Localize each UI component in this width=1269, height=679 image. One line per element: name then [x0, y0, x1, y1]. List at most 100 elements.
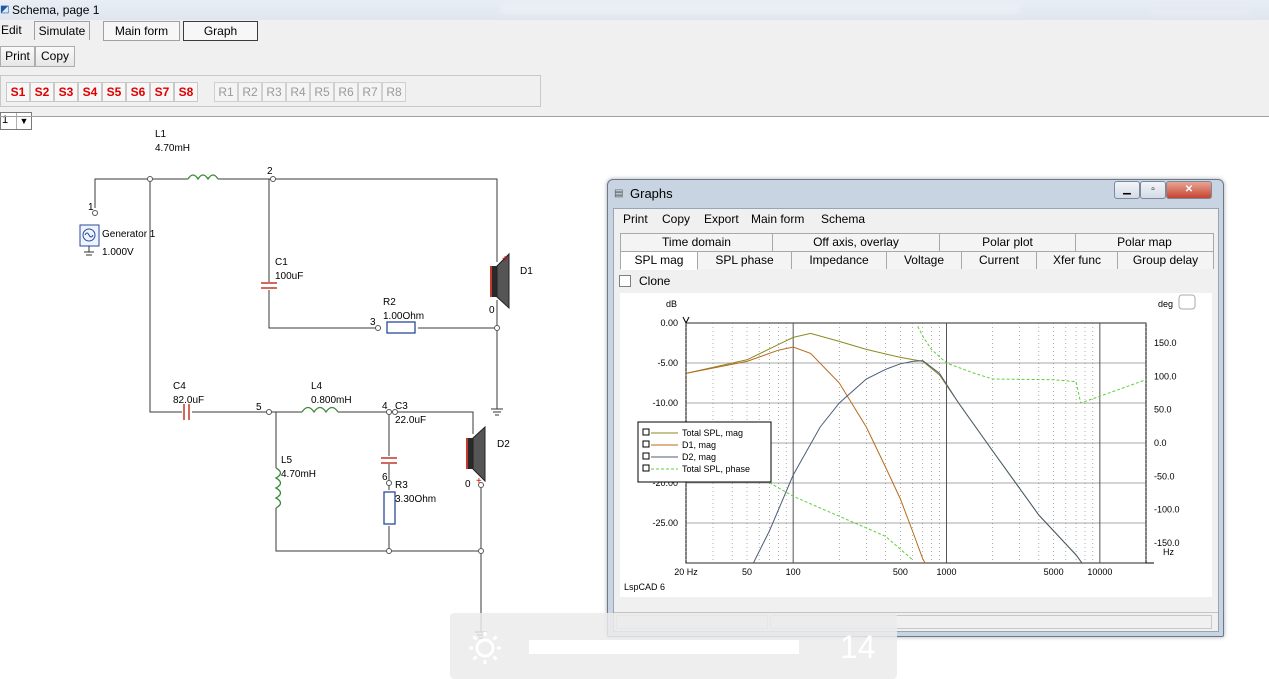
node-1: 1: [88, 202, 94, 213]
graphs-menu-bar: Print Copy Export Main form Schema: [614, 209, 1218, 229]
capacitor-c1[interactable]: [261, 282, 277, 289]
ground-icon: [491, 408, 503, 416]
schematic-canvas[interactable]: + + L1 4.70mH 1 2 Generator 1 1.000V C1 …: [0, 0, 600, 679]
node-0b: 0: [465, 479, 471, 490]
resistor-r2[interactable]: [386, 321, 416, 334]
node-2: 2: [267, 166, 273, 177]
main-form-button[interactable]: Main form: [103, 21, 180, 41]
r3-button[interactable]: R3: [262, 82, 286, 102]
legend-checkbox-2: [642, 440, 650, 448]
y-tick-label: -10.00: [652, 398, 678, 408]
r5-button[interactable]: R5: [310, 82, 334, 102]
tab-voltage[interactable]: Voltage: [886, 251, 962, 269]
r1-button[interactable]: R1: [214, 82, 238, 102]
s2-button[interactable]: S2: [30, 82, 54, 102]
s1-button[interactable]: S1: [6, 82, 30, 102]
s8-button[interactable]: S8: [174, 82, 198, 102]
maximize-button[interactable]: ▫: [1140, 181, 1166, 199]
tab-spl-mag[interactable]: SPL mag: [620, 251, 698, 270]
tab-simulate[interactable]: Simulate: [34, 21, 90, 40]
tab-xfer-func[interactable]: Xfer func: [1036, 251, 1118, 269]
checkbox-icon[interactable]: [619, 275, 631, 287]
y2-tick-label: -50.0: [1154, 471, 1175, 481]
speaker-d1[interactable]: +: [490, 252, 510, 310]
graphs-window[interactable]: ▤ Graphs ▁ ▫ ✕ Print Copy Export Main fo…: [607, 179, 1224, 637]
y2-tick-label: 100.0: [1154, 371, 1177, 381]
s4-button[interactable]: S4: [78, 82, 102, 102]
chevron-down-icon[interactable]: ▼: [16, 113, 31, 129]
minimize-button[interactable]: ▁: [1114, 181, 1140, 199]
x-tick-label: 100: [786, 567, 801, 577]
r4-button[interactable]: R4: [286, 82, 310, 102]
s7-button[interactable]: S7: [150, 82, 174, 102]
resistor-r3[interactable]: [383, 491, 396, 525]
s3-button[interactable]: S3: [54, 82, 78, 102]
inductor-l5[interactable]: [274, 467, 282, 509]
app-icon: ◩: [0, 4, 10, 15]
r7-button[interactable]: R7: [358, 82, 382, 102]
x-tick-label: 10000: [1087, 567, 1112, 577]
inductor-l1[interactable]: [187, 174, 219, 181]
tab-group-delay[interactable]: Group delay: [1117, 251, 1214, 269]
tab-current[interactable]: Current: [961, 251, 1037, 269]
capacitor-c4[interactable]: [183, 404, 190, 420]
close-button[interactable]: ✕: [1166, 181, 1212, 199]
generator-symbol[interactable]: [79, 224, 100, 256]
d1-label: D1: [520, 266, 533, 277]
legend-entry-1: Total SPL, mag: [682, 428, 743, 438]
tab-polar-map[interactable]: Polar map: [1075, 233, 1214, 251]
graphs-menu-print[interactable]: Print: [623, 212, 648, 226]
s6-button[interactable]: S6: [126, 82, 150, 102]
l4-value: 0.800mH: [311, 395, 352, 406]
tab-polar-plot[interactable]: Polar plot: [939, 233, 1076, 251]
x-tick-label: 500: [893, 567, 908, 577]
capacitor-c3[interactable]: [381, 457, 397, 464]
menu-edit[interactable]: Edit: [1, 23, 22, 37]
speaker-d2[interactable]: +: [466, 425, 486, 487]
page-combo-value: 1: [2, 114, 9, 126]
tab-time-domain[interactable]: Time domain: [620, 233, 773, 251]
svg-text:+: +: [502, 254, 508, 265]
copy-button[interactable]: Copy: [35, 46, 75, 67]
x-unit-label: Hz: [1163, 547, 1174, 557]
svg-text:+: +: [476, 476, 482, 487]
print-button[interactable]: Print: [0, 46, 35, 67]
y2-tick-label: 50.0: [1154, 405, 1172, 415]
r2-value: 1.00Ohm: [383, 311, 424, 322]
graphs-menu-copy[interactable]: Copy: [662, 212, 691, 226]
l1-label: L1: [155, 129, 167, 140]
brightness-overlay: 14: [450, 613, 897, 679]
legend-entry-4: Total SPL, phase: [682, 464, 750, 474]
graph-button[interactable]: Graph: [183, 21, 258, 41]
inductor-l4[interactable]: [301, 406, 339, 414]
brightness-slider[interactable]: [529, 640, 799, 654]
node-3: 3: [370, 317, 376, 328]
y2-unit-label: deg: [1158, 299, 1173, 309]
y-tick-label: -5.00: [657, 358, 678, 368]
c3-label: C3: [395, 401, 408, 412]
tab-spl-phase[interactable]: SPL phase: [697, 251, 792, 269]
y2-tick-label: -100.0: [1154, 505, 1180, 515]
graphs-menu-schema[interactable]: Schema: [821, 212, 866, 226]
r2-button[interactable]: R2: [238, 82, 262, 102]
graphs-menu-export[interactable]: Export: [704, 212, 739, 226]
r6-button[interactable]: R6: [334, 82, 358, 102]
y2-tick-label: 0.0: [1154, 438, 1167, 448]
toolbar-area: Edit Simulate Main form Graph Print Copy…: [0, 20, 1269, 116]
s5-button[interactable]: S5: [102, 82, 126, 102]
graphs-menu-main-form[interactable]: Main form: [751, 212, 805, 226]
sim-button-row: S1 S2 S3 S4 S5 S6 S7 S8 R1 R2 R3 R4 R5 R…: [0, 75, 541, 107]
clone-checkbox[interactable]: Clone: [619, 274, 670, 288]
y-tick-label: -20.00: [652, 478, 678, 488]
options-box-icon: [1178, 294, 1196, 310]
junctions: [92, 176, 500, 554]
x-tick-label: 50: [742, 567, 752, 577]
tab-impedance[interactable]: Impedance: [791, 251, 887, 269]
generator-name: Generator 1: [102, 229, 156, 240]
r8-button[interactable]: R8: [382, 82, 406, 102]
window-title: Schema, page 1: [12, 3, 100, 17]
series-line-2: [686, 346, 926, 563]
tab-off-axis[interactable]: Off axis, overlay: [772, 233, 940, 251]
